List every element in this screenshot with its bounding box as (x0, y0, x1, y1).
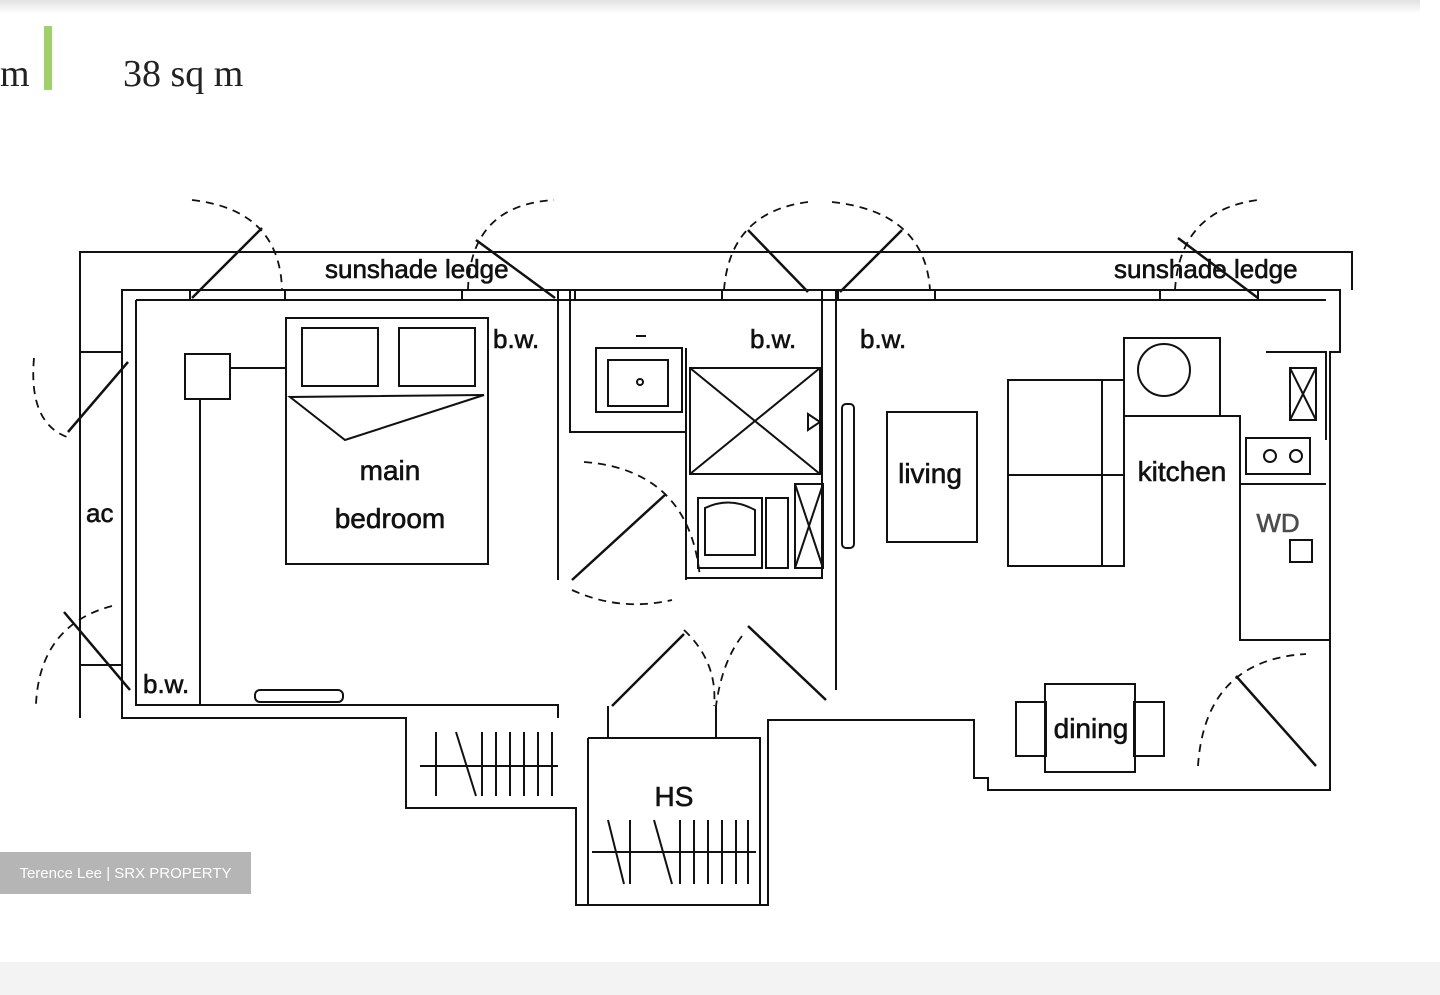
bottom-band (0, 962, 1440, 995)
bathroom-partition (557, 290, 837, 690)
bedroom-shelf (254, 689, 344, 703)
dining-bench-left (1015, 701, 1047, 757)
pillow-right (398, 327, 476, 387)
wash-basin (595, 347, 683, 413)
bed (285, 317, 489, 565)
outer-ledge-outline (79, 251, 1353, 718)
entrance-frame (587, 706, 761, 905)
toilet (697, 497, 763, 569)
ac-ledge-label: ac (86, 498, 113, 528)
bay-window-label-bedroom: b.w. (493, 324, 539, 354)
living-label: living (898, 458, 962, 489)
main-bedroom-label-line2: bedroom (335, 503, 446, 534)
tv-panel (841, 403, 855, 549)
dining-label: dining (1054, 713, 1129, 744)
watermark: Terence Lee | SRX PROPERTY (0, 852, 251, 894)
washer-dryer-label: WD (1256, 508, 1299, 538)
sunshade-ledge-label-left: sunshade ledge (325, 254, 509, 284)
top-shadow (0, 0, 1420, 14)
main-bedroom-label-line1: main (360, 455, 421, 486)
kitchen-sink (1137, 343, 1191, 397)
bed-sheet (287, 394, 485, 442)
hob (1245, 437, 1311, 475)
unit-type-fragment: m (0, 53, 30, 95)
window-frames (189, 290, 1259, 300)
exterior-wall (121, 289, 1341, 906)
kitchen-label: kitchen (1138, 456, 1227, 487)
wardrobe-hatching (420, 731, 756, 885)
pillow-left (301, 327, 379, 387)
floor-area: 38 sq m (123, 53, 244, 95)
sofa (1007, 379, 1125, 567)
fridge (1289, 367, 1317, 421)
bay-window-label-bath: b.w. (750, 324, 796, 354)
bedside-table (184, 353, 231, 400)
household-shelter-label: HS (655, 781, 694, 812)
living-table (886, 411, 978, 543)
header-accent-bar (44, 26, 52, 90)
interior-wall-line (135, 299, 1326, 718)
bath-cabinet (794, 483, 824, 569)
bay-window-label-bottom: b.w. (143, 669, 189, 699)
door-leaves (63, 227, 1317, 767)
dining-bench-right (1133, 701, 1165, 757)
bay-window-label-living: b.w. (860, 324, 906, 354)
sunshade-ledge-label-right: sunshade ledge (1114, 254, 1298, 284)
door-swing-arcs (32, 199, 1307, 767)
watermark-text: Terence Lee | SRX PROPERTY (19, 864, 232, 882)
ac-ledge (80, 351, 123, 666)
